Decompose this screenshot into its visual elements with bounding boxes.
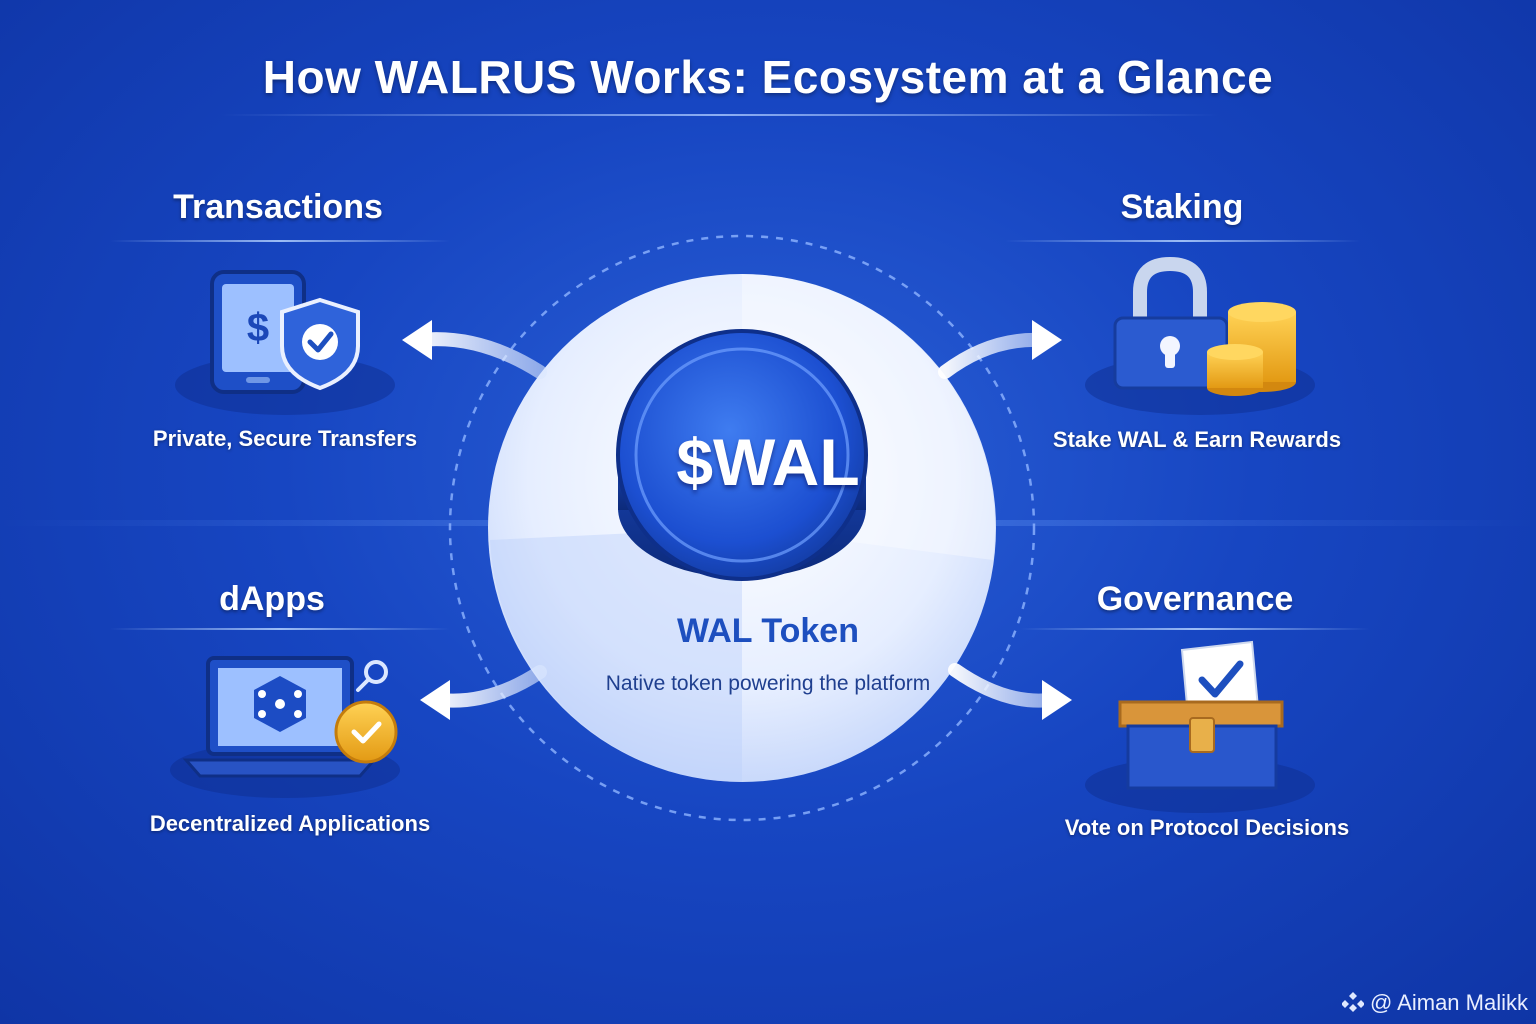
governance-divider — [1020, 628, 1370, 630]
dapps-heading: dApps — [219, 580, 325, 618]
circle-shade-lower — [490, 528, 742, 782]
page-title: How WALRUS Works: Ecosystem at a Glance — [262, 51, 1274, 103]
transactions-heading: Transactions — [173, 188, 383, 226]
checkmark-coin-icon — [334, 700, 398, 764]
token-subtitle: Native token powering the platform — [605, 672, 931, 695]
transactions-description: Private, Secure Transfers — [152, 426, 418, 451]
coin-stack-icon — [1207, 302, 1296, 396]
transactions-divider — [110, 240, 450, 242]
coin-face — [616, 329, 868, 581]
arrow-icon-staking — [938, 332, 1047, 379]
dashed-orbit — [448, 234, 1036, 822]
arrow-icon-governance — [948, 663, 1057, 708]
ballot-box-icon — [1085, 640, 1315, 813]
phone-dollar-icon: $ — [175, 270, 395, 415]
arrow-icon-dapps — [433, 665, 547, 708]
staking-divider — [1005, 240, 1360, 242]
coin-label: $WAL — [676, 425, 860, 499]
svg-text:$: $ — [247, 306, 269, 350]
dapps-divider — [110, 628, 450, 630]
watermark: @ Aiman Malikk — [1341, 990, 1528, 1016]
staking-heading: Staking — [1120, 188, 1244, 226]
walrus-logo-icon — [1341, 992, 1364, 1012]
arrow-icon-transactions — [413, 332, 547, 379]
shield-check-icon — [280, 297, 360, 391]
governance-description: Vote on Protocol Decisions — [1064, 815, 1350, 840]
token-title: WAL Token — [677, 612, 859, 650]
governance-heading: Governance — [1096, 580, 1294, 618]
watermark-text: @ Aiman Malikk — [1369, 990, 1528, 1015]
staking-description: Stake WAL & Earn Rewards — [1052, 427, 1342, 452]
title-divider — [220, 114, 1220, 116]
dapps-description: Decentralized Applications — [149, 811, 431, 836]
